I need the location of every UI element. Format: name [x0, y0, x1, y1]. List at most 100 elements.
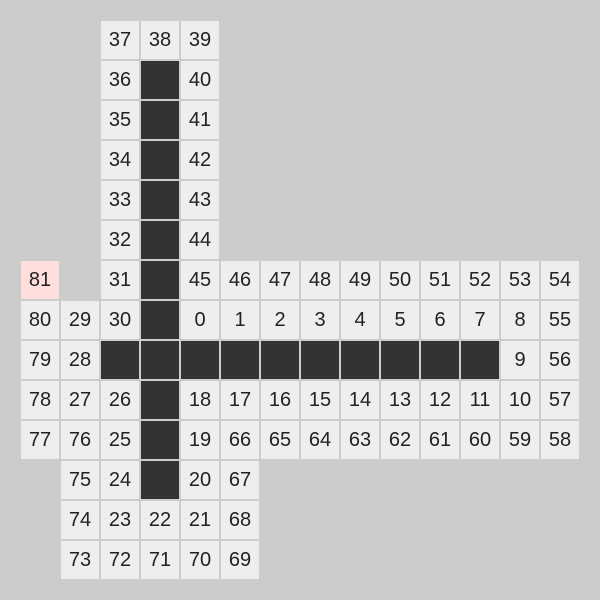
numbered-cell[interactable]: 33	[101, 181, 139, 219]
numbered-cell[interactable]: 12	[421, 381, 459, 419]
numbered-cell[interactable]: 53	[501, 261, 539, 299]
numbered-cell[interactable]: 11	[461, 381, 499, 419]
wall-cell	[141, 301, 179, 339]
numbered-cell[interactable]: 3	[301, 301, 339, 339]
numbered-cell[interactable]: 17	[221, 381, 259, 419]
numbered-cell[interactable]: 69	[221, 541, 259, 579]
numbered-cell[interactable]: 77	[21, 421, 59, 459]
numbered-cell[interactable]: 1	[221, 301, 259, 339]
wall-cell	[341, 341, 379, 379]
numbered-cell[interactable]: 56	[541, 341, 579, 379]
wall-cell	[381, 341, 419, 379]
numbered-cell[interactable]: 80	[21, 301, 59, 339]
numbered-cell[interactable]: 43	[181, 181, 219, 219]
numbered-cell[interactable]: 28	[61, 341, 99, 379]
numbered-cell[interactable]: 6	[421, 301, 459, 339]
numbered-cell[interactable]: 2	[261, 301, 299, 339]
wall-cell	[261, 341, 299, 379]
numbered-cell[interactable]: 19	[181, 421, 219, 459]
wall-cell	[141, 221, 179, 259]
numbered-cell[interactable]: 25	[101, 421, 139, 459]
numbered-cell[interactable]: 54	[541, 261, 579, 299]
numbered-cell[interactable]: 22	[141, 501, 179, 539]
numbered-cell[interactable]: 36	[101, 61, 139, 99]
numbered-cell[interactable]: 8	[501, 301, 539, 339]
numbered-cell[interactable]: 29	[61, 301, 99, 339]
numbered-cell[interactable]: 37	[101, 21, 139, 59]
wall-cell	[141, 101, 179, 139]
numbered-cell[interactable]: 48	[301, 261, 339, 299]
numbered-cell[interactable]: 32	[101, 221, 139, 259]
numbered-cell[interactable]: 79	[21, 341, 59, 379]
numbered-cell[interactable]: 76	[61, 421, 99, 459]
numbered-cell[interactable]: 5	[381, 301, 419, 339]
numbered-cell[interactable]: 27	[61, 381, 99, 419]
wall-cell	[141, 341, 179, 379]
numbered-cell[interactable]: 34	[101, 141, 139, 179]
wall-cell	[101, 341, 139, 379]
numbered-cell[interactable]: 51	[421, 261, 459, 299]
numbered-cell[interactable]: 71	[141, 541, 179, 579]
numbered-cell[interactable]: 14	[341, 381, 379, 419]
numbered-cell[interactable]: 68	[221, 501, 259, 539]
numbered-cell[interactable]: 57	[541, 381, 579, 419]
wall-cell	[461, 341, 499, 379]
wall-cell	[301, 341, 339, 379]
numbered-cell[interactable]: 62	[381, 421, 419, 459]
numbered-cell[interactable]: 64	[301, 421, 339, 459]
numbered-cell[interactable]: 21	[181, 501, 219, 539]
numbered-cell[interactable]: 20	[181, 461, 219, 499]
numbered-cell[interactable]: 49	[341, 261, 379, 299]
numbered-cell[interactable]: 9	[501, 341, 539, 379]
numbered-cell[interactable]: 66	[221, 421, 259, 459]
wall-cell	[141, 261, 179, 299]
numbered-cell[interactable]: 24	[101, 461, 139, 499]
numbered-cell[interactable]: 0	[181, 301, 219, 339]
numbered-cell[interactable]: 60	[461, 421, 499, 459]
numbered-cell[interactable]: 50	[381, 261, 419, 299]
numbered-cell[interactable]: 63	[341, 421, 379, 459]
numbered-cell[interactable]: 18	[181, 381, 219, 419]
numbered-cell[interactable]: 44	[181, 221, 219, 259]
numbered-cell[interactable]: 45	[181, 261, 219, 299]
numbered-cell[interactable]: 41	[181, 101, 219, 139]
numbered-cell[interactable]: 72	[101, 541, 139, 579]
numbered-cell[interactable]: 74	[61, 501, 99, 539]
numbered-cell[interactable]: 39	[181, 21, 219, 59]
numbered-cell[interactable]: 35	[101, 101, 139, 139]
numbered-cell[interactable]: 42	[181, 141, 219, 179]
numbered-cell[interactable]: 4	[341, 301, 379, 339]
numbered-cell[interactable]: 67	[221, 461, 259, 499]
numbered-cell[interactable]: 7	[461, 301, 499, 339]
numbered-cell[interactable]: 10	[501, 381, 539, 419]
numbered-cell[interactable]: 16	[261, 381, 299, 419]
numbered-cell[interactable]: 13	[381, 381, 419, 419]
numbered-cell[interactable]: 61	[421, 421, 459, 459]
numbered-cell[interactable]: 15	[301, 381, 339, 419]
numbered-cell[interactable]: 75	[61, 461, 99, 499]
numbered-cell[interactable]: 30	[101, 301, 139, 339]
numbered-cell[interactable]: 73	[61, 541, 99, 579]
numbered-cell[interactable]: 38	[141, 21, 179, 59]
wall-cell	[421, 341, 459, 379]
wall-cell	[181, 341, 219, 379]
numbered-cell[interactable]: 65	[261, 421, 299, 459]
numbered-cell[interactable]: 40	[181, 61, 219, 99]
numbered-cell[interactable]: 70	[181, 541, 219, 579]
numbered-cell[interactable]: 47	[261, 261, 299, 299]
numbered-cell[interactable]: 78	[21, 381, 59, 419]
numbered-cell[interactable]: 52	[461, 261, 499, 299]
numbered-cell[interactable]: 59	[501, 421, 539, 459]
numbered-cell[interactable]: 46	[221, 261, 259, 299]
wall-cell	[141, 461, 179, 499]
highlighted-cell[interactable]: 81	[21, 261, 59, 299]
numbered-cell[interactable]: 26	[101, 381, 139, 419]
numbered-cell[interactable]: 31	[101, 261, 139, 299]
numbered-cell[interactable]: 58	[541, 421, 579, 459]
wall-cell	[141, 181, 179, 219]
numbered-cell[interactable]: 23	[101, 501, 139, 539]
wall-cell	[141, 141, 179, 179]
numbered-cell[interactable]: 55	[541, 301, 579, 339]
wall-cell	[141, 61, 179, 99]
